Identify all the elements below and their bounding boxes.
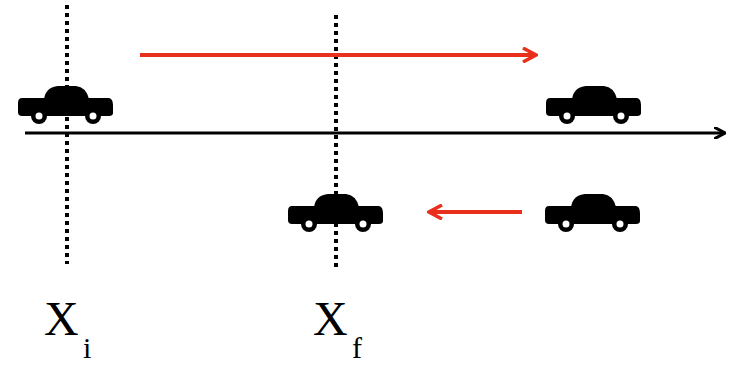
position-subscript: f	[352, 333, 362, 363]
position-symbol: X	[313, 295, 348, 343]
x-axis	[25, 132, 724, 135]
car-start	[18, 86, 113, 124]
position-symbol: X	[44, 295, 79, 343]
car-end	[288, 194, 383, 232]
forward-arrow	[140, 53, 535, 57]
car-turn	[546, 86, 641, 124]
backward-arrow	[430, 210, 522, 214]
car-return	[545, 194, 640, 232]
position-subscript: i	[83, 333, 91, 363]
